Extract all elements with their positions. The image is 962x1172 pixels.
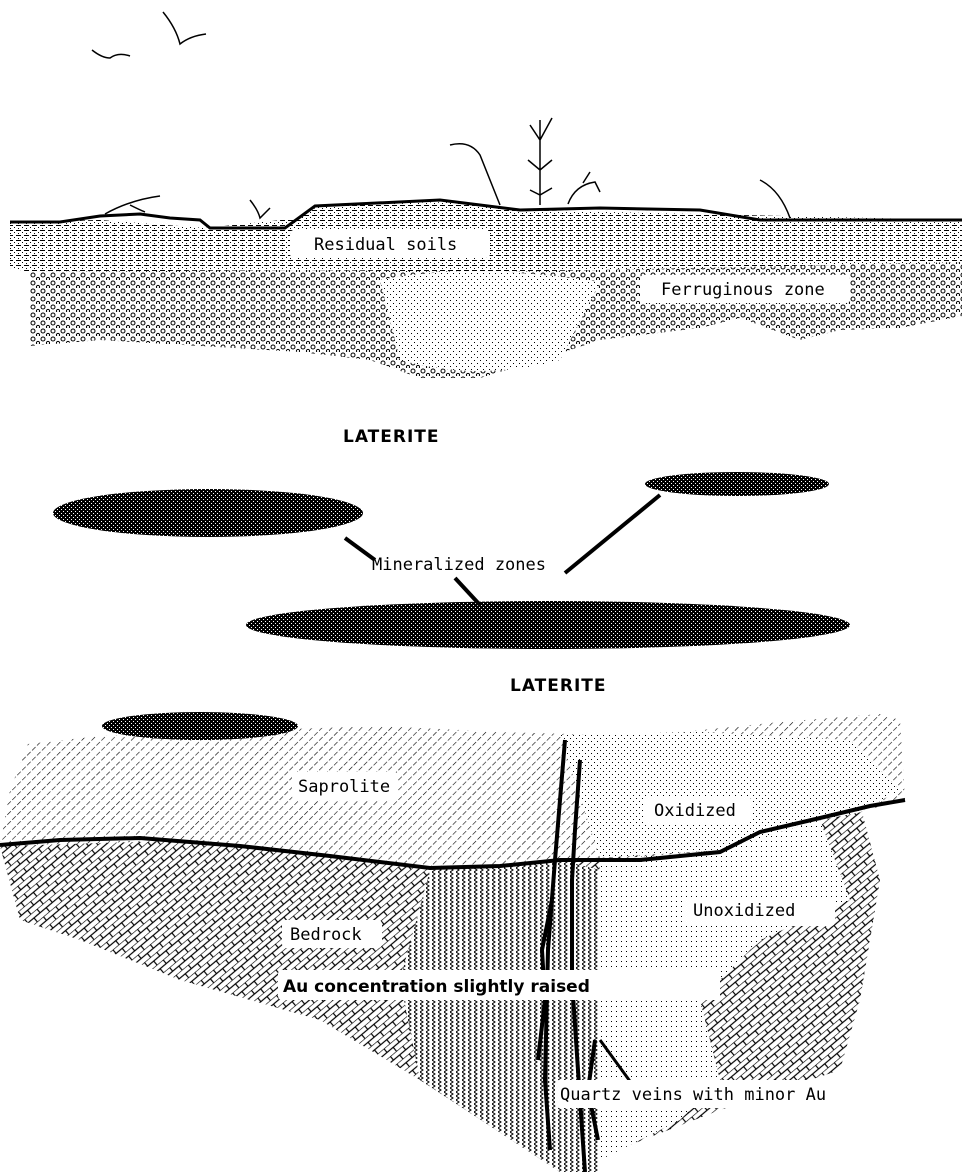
unoxidized-label: Unoxidized (693, 901, 795, 921)
ferruginous-zone-label: Ferruginous zone (661, 280, 825, 300)
mineralized-lens-bottom (246, 601, 850, 649)
au-concentration-label: Au concentration slightly raised (283, 977, 590, 997)
laterite-heading-1: LATERITE (343, 427, 440, 447)
birds (92, 12, 206, 58)
bird-icon (163, 12, 206, 44)
pointer-line (455, 578, 480, 605)
bedrock-label: Bedrock (290, 925, 362, 945)
mineralized-zones-label: Mineralized zones (372, 555, 546, 575)
residual-soils-label: Residual soils (314, 235, 457, 255)
quartz-veins-label: Quartz veins with minor Au (560, 1085, 826, 1105)
section-mineralized-zones: Mineralized zones (53, 472, 850, 649)
mineralized-lens-left (53, 489, 363, 537)
pointer-line (345, 538, 375, 560)
oxidized-label: Oxidized (654, 801, 736, 821)
mineralized-lens-saprolite (102, 712, 298, 740)
section-upper-profile: Residual soils Ferruginous zone (10, 118, 962, 378)
saprolite-label: Saprolite (298, 777, 390, 797)
pointer-line (565, 495, 660, 573)
laterite-heading-2: LATERITE (510, 676, 607, 696)
section-lower-profile: Saprolite Oxidized Unoxidized Bedrock Au… (0, 712, 905, 1172)
mineralized-lens-right (645, 472, 829, 496)
bird-icon (92, 50, 130, 58)
